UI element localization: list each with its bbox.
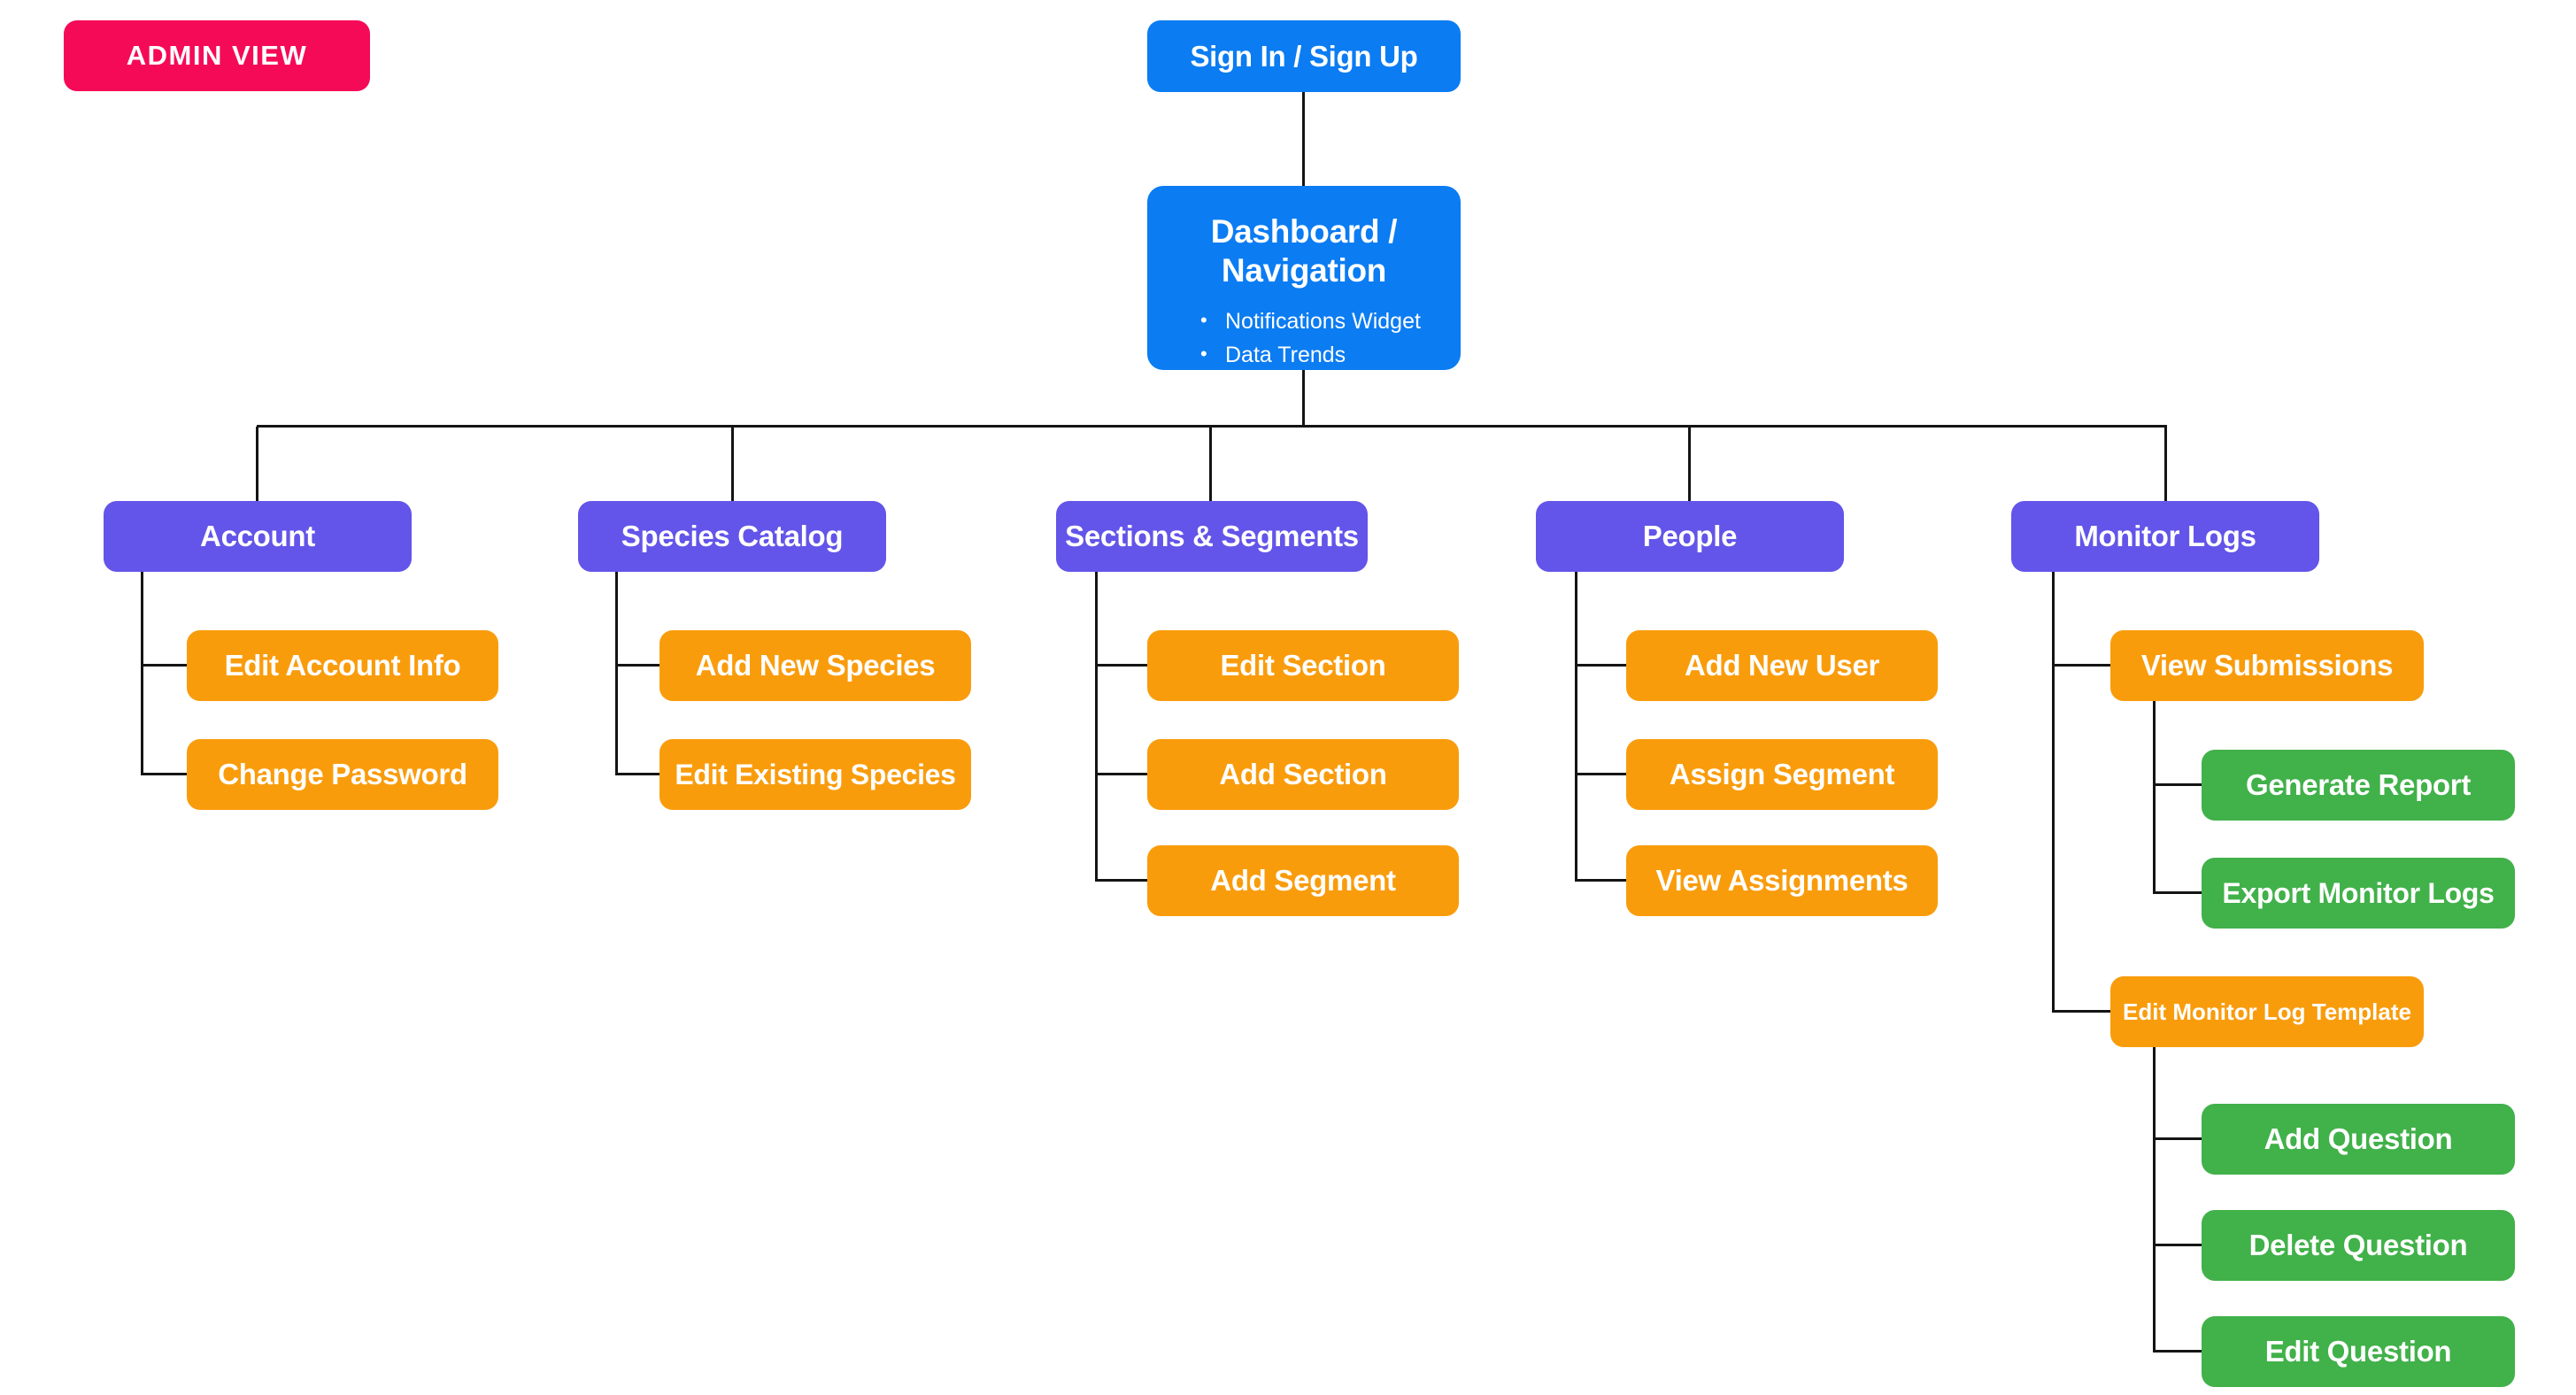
connector-drop-people <box>1688 427 1691 501</box>
node-edit-account-info: Edit Account Info <box>187 630 498 701</box>
admin-view-badge: ADMIN VIEW <box>64 20 370 91</box>
node-label: Add New User <box>1684 649 1880 682</box>
node-label: Edit Question <box>2264 1335 2452 1368</box>
connector-dashboard-trunk <box>1302 370 1305 427</box>
connector-sections-vertical <box>1095 571 1098 882</box>
connector-drop-monitor <box>2164 427 2167 501</box>
node-add-question: Add Question <box>2202 1104 2515 1175</box>
connector-template-vertical <box>2153 1047 2156 1352</box>
connector-signin-dashboard <box>1302 92 1305 186</box>
connector-monitor-stub-submissions <box>2052 664 2110 667</box>
connector-account-vertical <box>141 571 143 775</box>
node-label: Account <box>200 520 315 552</box>
node-edit-existing-species: Edit Existing Species <box>659 739 971 810</box>
connector-people-stub-2 <box>1575 773 1626 775</box>
node-delete-question: Delete Question <box>2202 1210 2515 1281</box>
connector-sections-stub-2 <box>1095 773 1147 775</box>
node-label: People <box>1642 520 1738 552</box>
node-label: Species Catalog <box>621 520 844 552</box>
node-species-catalog: Species Catalog <box>578 501 886 572</box>
dashboard-bullet-list: Notifications Widget Data Trends <box>1147 305 1421 372</box>
node-change-password: Change Password <box>187 739 498 810</box>
node-add-new-user: Add New User <box>1626 630 1938 701</box>
node-dashboard-navigation: Dashboard / Navigation Notifications Wid… <box>1147 186 1461 370</box>
connector-template-stub-3 <box>2153 1350 2202 1353</box>
connector-submissions-stub-2 <box>2153 891 2202 894</box>
connector-drop-account <box>256 427 258 501</box>
connector-submissions-stub-1 <box>2153 783 2202 786</box>
node-export-monitor-logs: Export Monitor Logs <box>2202 858 2515 929</box>
connector-people-vertical <box>1575 571 1577 882</box>
connector-species-stub-1 <box>615 664 659 667</box>
node-add-new-species: Add New Species <box>659 630 971 701</box>
node-label: Add Segment <box>1210 864 1396 897</box>
connector-monitor-stub-template <box>2052 1010 2110 1013</box>
node-label: Add New Species <box>695 649 936 682</box>
dashboard-bullet-notifications: Notifications Widget <box>1199 305 1421 339</box>
node-label: View Submissions <box>2140 649 2394 682</box>
node-label: Add Section <box>1219 758 1387 790</box>
node-label: Sign In / Sign Up <box>1190 39 1418 73</box>
node-label: Export Monitor Logs <box>2222 876 2495 909</box>
connector-drop-species <box>731 427 734 501</box>
connector-template-stub-2 <box>2153 1244 2202 1246</box>
connector-sections-stub-3 <box>1095 879 1147 882</box>
node-label: Generate Report <box>2245 768 2472 801</box>
node-edit-monitor-log-template: Edit Monitor Log Template <box>2110 976 2424 1047</box>
node-monitor-logs: Monitor Logs <box>2011 501 2319 572</box>
node-label: Sections & Segments <box>1065 520 1359 552</box>
node-view-assignments: View Assignments <box>1626 845 1938 916</box>
connector-people-stub-3 <box>1575 879 1626 882</box>
dashboard-title: Dashboard / Navigation <box>1210 213 1398 289</box>
node-label: Delete Question <box>2248 1229 2468 1261</box>
connector-template-stub-1 <box>2153 1137 2202 1140</box>
connector-main-horizontal <box>257 425 2167 428</box>
dashboard-bullet-data-trends: Data Trends <box>1199 339 1421 373</box>
connector-account-stub-2 <box>141 773 187 775</box>
node-sections-segments: Sections & Segments <box>1056 501 1368 572</box>
connector-species-stub-2 <box>615 773 659 775</box>
node-label: Edit Monitor Log Template <box>2123 998 2411 1025</box>
node-edit-question: Edit Question <box>2202 1316 2515 1387</box>
node-label: Assign Segment <box>1669 758 1895 790</box>
connector-monitor-vertical <box>2052 571 2055 1013</box>
connector-submissions-vertical <box>2153 701 2156 894</box>
connector-people-stub-1 <box>1575 664 1626 667</box>
node-label: Add Question <box>2264 1122 2453 1155</box>
connector-sections-stub-1 <box>1095 664 1147 667</box>
node-view-submissions: View Submissions <box>2110 630 2424 701</box>
connector-drop-sections <box>1209 427 1212 501</box>
node-add-section: Add Section <box>1147 739 1459 810</box>
admin-view-badge-label: ADMIN VIEW <box>126 40 308 71</box>
node-label: Change Password <box>218 758 467 790</box>
node-label: Edit Account Info <box>224 649 461 682</box>
node-label: Edit Section <box>1220 649 1386 682</box>
node-people: People <box>1536 501 1844 572</box>
node-generate-report: Generate Report <box>2202 750 2515 821</box>
node-assign-segment: Assign Segment <box>1626 739 1938 810</box>
node-label: View Assignments <box>1655 864 1909 897</box>
node-label: Edit Existing Species <box>675 758 956 790</box>
connector-account-stub-1 <box>141 664 187 667</box>
node-edit-section: Edit Section <box>1147 630 1459 701</box>
connector-species-vertical <box>615 571 618 775</box>
node-add-segment: Add Segment <box>1147 845 1459 916</box>
node-account: Account <box>104 501 412 572</box>
node-sign-in-sign-up: Sign In / Sign Up <box>1147 20 1461 92</box>
node-label: Monitor Logs <box>2074 520 2256 552</box>
